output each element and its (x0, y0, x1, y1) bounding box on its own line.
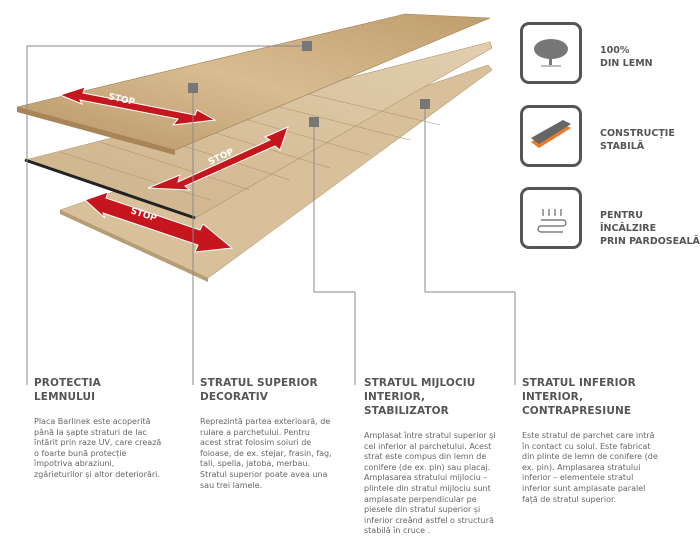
tree-icon (520, 22, 582, 84)
parquet-layers-illustration: STOP STOP STOP (16, 13, 516, 385)
layer-title: DECORATIV (200, 391, 269, 403)
marker (188, 83, 198, 93)
layer-description: Este stratul de parchet care intră în co… (522, 431, 658, 504)
arrow-top (58, 86, 217, 126)
floor-heating-icon (520, 187, 582, 249)
layer-title: STRATUL SUPERIOR (200, 377, 318, 389)
feature-label: CONSTRUCȚIE (600, 128, 675, 139)
layer-description: Amplasat între stratul superior și cel i… (364, 431, 496, 536)
feature-label: STABILĂ (600, 141, 645, 152)
arrow-bottom (84, 191, 234, 253)
layer-title: INTERIOR, (522, 391, 584, 403)
layer-title: INTERIOR, STABILIZATOR (364, 391, 449, 417)
feature-label: DIN LEMN (600, 58, 653, 69)
marker (309, 117, 319, 127)
layer-protection: PROTECTIA LEMNULUI Placa Barlinek este ac… (34, 376, 164, 481)
layer-middle: STRATUL MIJLOCIU INTERIOR, STABILIZATOR A… (364, 376, 502, 537)
layer-top-decorative: STRATUL SUPERIOR DECORATIV Reprezintă par… (200, 376, 332, 491)
feature-wood: 100% DIN LEMN (520, 22, 700, 92)
marker (420, 99, 430, 109)
leader-lines (26, 45, 516, 385)
feature-label: 100% (600, 45, 630, 56)
layer-title: CONTRAPRESIUNE (522, 405, 632, 417)
feature-heating: PENTRU ÎNCĂLZIRE PRIN PARDOSEALĂ (520, 187, 700, 257)
layer-title: STRATUL INFERIOR (522, 377, 636, 389)
marker (302, 41, 312, 51)
feature-stable: CONSTRUCȚIE STABILĂ (520, 105, 700, 175)
layer-description: Placa Barlinek este acoperită până la șa… (34, 417, 162, 479)
layers-icon (520, 105, 582, 167)
layer-title: LEMNULUI (34, 391, 96, 403)
layer-title: STRATUL MIJLOCIU (364, 377, 476, 389)
feature-label: PRIN PARDOSEALĂ (600, 236, 700, 247)
layer-description: Reprezintă partea exterioară, de rulare … (200, 417, 332, 490)
layer-title: PROTECTIA (34, 377, 101, 389)
arrow-middle (147, 126, 289, 191)
feature-label: PENTRU ÎNCĂLZIRE (600, 210, 657, 234)
